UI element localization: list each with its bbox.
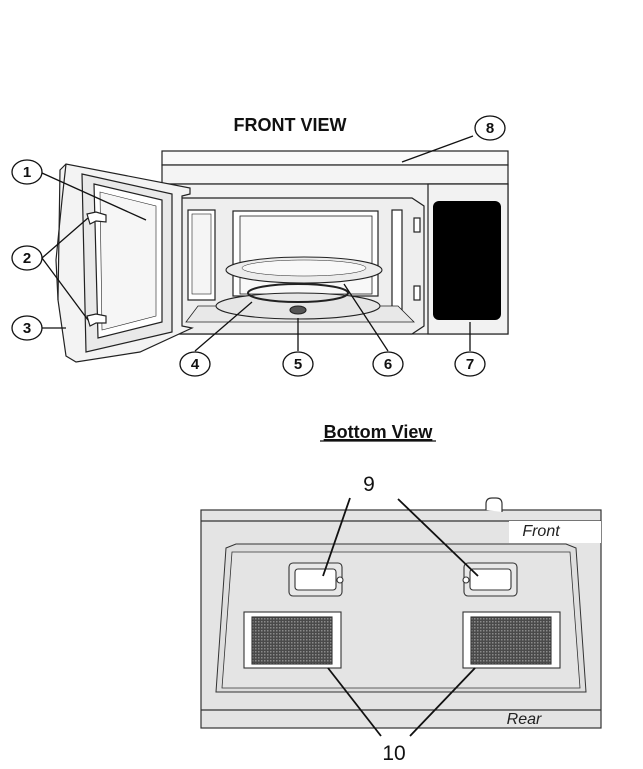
grease-filter-left <box>243 611 342 669</box>
callout-1: 1 <box>11 159 43 185</box>
callout-6: 6 <box>372 351 404 377</box>
door-latch-bottom <box>86 313 107 327</box>
control-panel <box>427 183 509 335</box>
svg-text:4: 4 <box>191 356 200 373</box>
callout-5: 5 <box>282 351 314 377</box>
callout-2: 2 <box>11 245 43 271</box>
callout-10: 10 <box>382 742 405 765</box>
bottom-leader-lines <box>322 497 479 737</box>
callout-9: 9 <box>363 473 375 496</box>
grease-filter-right <box>462 611 561 669</box>
turntable-assembly <box>215 256 383 320</box>
svg-text:2: 2 <box>23 250 31 267</box>
svg-text:5: 5 <box>294 356 302 373</box>
light-cover-right <box>462 562 518 597</box>
leader-lines <box>41 135 474 352</box>
callout-8: 8 <box>474 115 506 141</box>
front-view: FRONT VIEW <box>11 115 509 377</box>
front-view-title: FRONT VIEW <box>234 115 347 135</box>
vent-grille <box>161 150 509 185</box>
svg-text:8: 8 <box>486 120 494 137</box>
svg-text:1: 1 <box>23 164 31 181</box>
callout-7: 7 <box>454 351 486 377</box>
bottom-view: Bottom View <box>200 422 602 765</box>
light-cover-left <box>288 562 344 597</box>
callout-4: 4 <box>179 351 211 377</box>
turntable-support <box>247 283 349 303</box>
turntable-shaft <box>289 305 307 315</box>
svg-text:3: 3 <box>23 320 31 337</box>
door-latch-top <box>86 211 107 225</box>
label-rear: Rear <box>507 711 542 728</box>
bottom-view-title: Bottom View <box>324 422 434 442</box>
svg-text:6: 6 <box>384 356 392 373</box>
svg-text:7: 7 <box>466 356 474 373</box>
label-front: Front <box>522 523 560 540</box>
callout-3: 3 <box>11 315 43 341</box>
door <box>55 163 194 363</box>
